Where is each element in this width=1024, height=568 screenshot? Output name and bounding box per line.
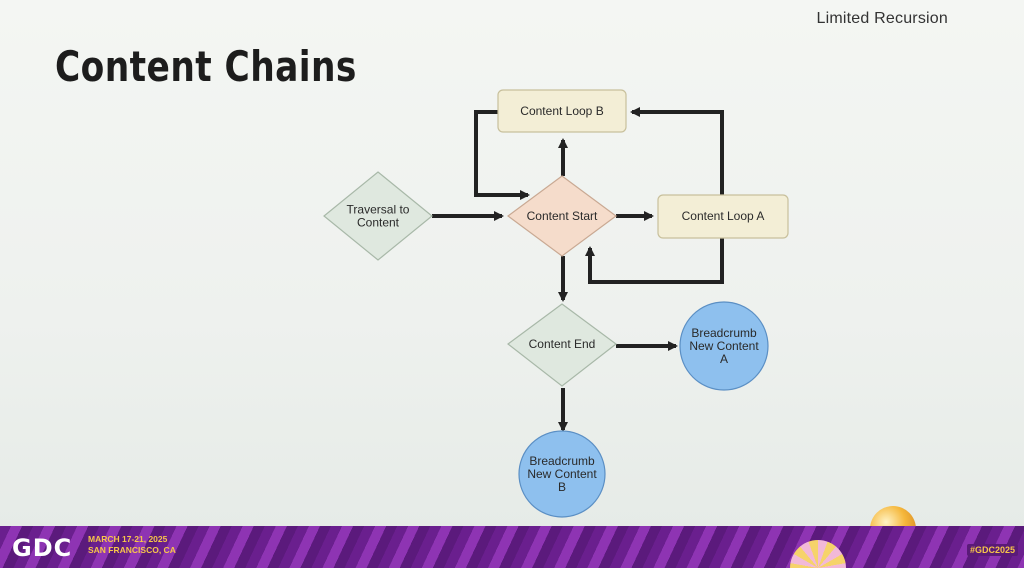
label-line: New Content [689, 339, 759, 353]
edge-loop-a-to-loop-b [630, 107, 724, 195]
decorative-sphere-checkered [790, 540, 846, 568]
slide: Limited Recursion Content Chains [0, 0, 1024, 530]
edge-loop-a-to-start [585, 238, 724, 284]
node-content-end-label: Content End [529, 337, 596, 351]
node-content-loop-b-label: Content Loop B [520, 104, 603, 118]
gdc-logo: GDC [12, 534, 73, 562]
label-line: New Content [527, 467, 597, 481]
node-content-loop-a-label: Content Loop A [682, 209, 765, 223]
label-line: Content Loop B [520, 104, 603, 118]
label-line: Content End [529, 337, 596, 351]
conference-location: SAN FRANCISCO, CA [88, 545, 176, 555]
node-content-start-label: Content Start [527, 209, 598, 223]
label-line: Content Loop A [682, 209, 765, 223]
conference-hashtag: #GDC2025 [966, 544, 1018, 556]
label-line: Breadcrumb [691, 326, 757, 340]
conference-dates: MARCH 17-21, 2025 SAN FRANCISCO, CA [88, 534, 198, 556]
conference-date-text: MARCH 17-21, 2025 [88, 534, 168, 544]
node-content-start: Content Start [506, 175, 618, 257]
label-line: Content [357, 216, 400, 230]
node-content-loop-b: Content Loop B [497, 89, 627, 133]
label-line: Content Start [527, 209, 598, 223]
label-line: Breadcrumb [529, 454, 595, 468]
conference-footer: GDC MARCH 17-21, 2025 SAN FRANCISCO, CA … [0, 526, 1024, 568]
label-line: B [558, 480, 566, 494]
node-content-end: Content End [507, 303, 617, 387]
slide-topic: Limited Recursion [816, 10, 948, 27]
edge-loop-b-to-start [474, 110, 530, 200]
label-line: Traversal to [347, 203, 410, 217]
label-line: A [720, 352, 728, 366]
node-content-loop-a: Content Loop A [657, 194, 789, 239]
slide-title: Content Chains [55, 42, 357, 91]
